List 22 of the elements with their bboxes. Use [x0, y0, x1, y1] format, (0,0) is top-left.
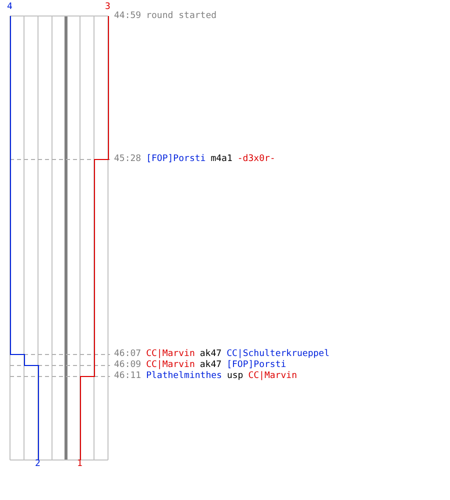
- player-name: Plathelminthes: [146, 371, 222, 381]
- player-name: [FOP]Porsti: [226, 360, 286, 370]
- weapon-name: m4a1: [210, 154, 232, 164]
- team-count: 3: [105, 2, 110, 13]
- weapon-name: ak47: [200, 360, 222, 370]
- timestamp: 46:09: [114, 360, 142, 370]
- player-name: CC|Schulterkrueppel: [226, 349, 330, 359]
- timestamp: 46:11: [114, 371, 142, 381]
- team-count: 4: [7, 2, 12, 13]
- timestamp: 45:28: [114, 154, 142, 164]
- timestamp: 46:07: [114, 349, 142, 359]
- player-name: CC|Marvin: [146, 360, 195, 370]
- weapon-name: usp: [226, 371, 244, 381]
- weapon-name: ak47: [200, 349, 222, 359]
- event-text: round started: [146, 11, 217, 21]
- player-name: CC|Marvin: [146, 349, 195, 359]
- team-count: 1: [77, 459, 82, 470]
- player-name: [FOP]Porsti: [146, 154, 206, 164]
- player-name: CC|Marvin: [248, 371, 297, 381]
- team-count: 2: [35, 459, 40, 470]
- timestamp: 44:59: [114, 11, 142, 21]
- player-name: -d3x0r-: [237, 154, 276, 164]
